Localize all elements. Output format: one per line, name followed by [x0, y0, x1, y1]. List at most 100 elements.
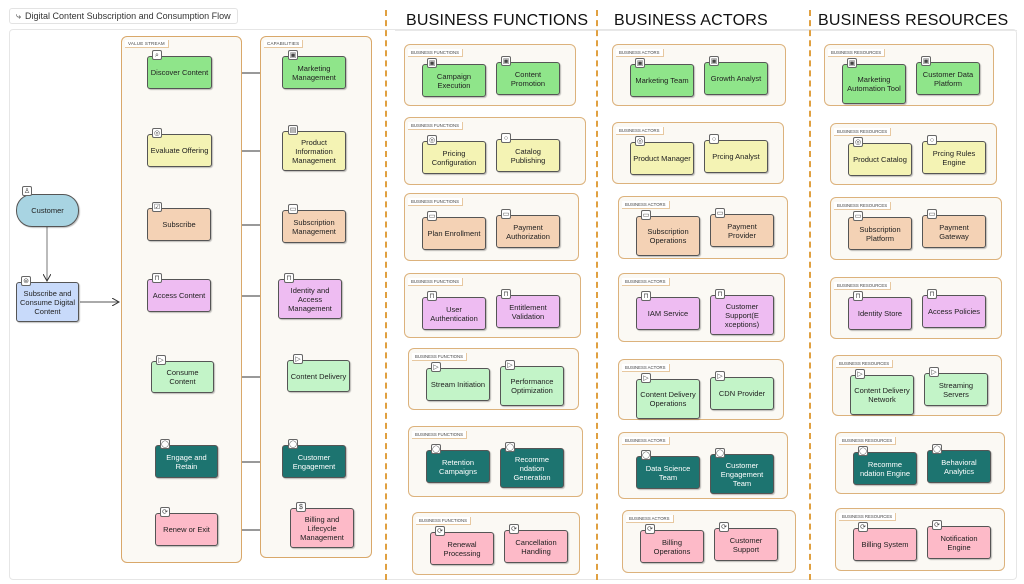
process-node-label: Subscribe and Consume Digital Content	[19, 288, 76, 316]
business-element[interactable]: Behavioral Analytics	[927, 450, 991, 483]
business-element[interactable]: Prcing Rules Engine	[922, 141, 986, 174]
capability-node[interactable]: Customer Engagement	[282, 445, 346, 478]
business-element[interactable]: Stream Initiation	[426, 368, 490, 401]
group-tag: BUSINESS FUNCTIONS	[408, 122, 463, 130]
business-element[interactable]: Billing Operations	[640, 530, 704, 563]
capability-node[interactable]: Content Delivery	[287, 360, 350, 392]
business-element[interactable]: Catalog Publishing	[496, 139, 560, 172]
business-element[interactable]: Customer Data Platform	[916, 62, 980, 95]
group-tag: BUSINESS ACTORS	[622, 364, 670, 372]
business-element[interactable]: IAM Service	[636, 297, 700, 330]
group-tag: BUSINESS RESOURCES	[839, 437, 897, 445]
group-tag: BUSINESS RESOURCES	[828, 49, 886, 57]
process-node[interactable]: Subscribe and Consume Digital Content	[16, 282, 79, 322]
business-element[interactable]: Identity Store	[848, 297, 912, 330]
business-element-label: Catalog Publishing	[510, 146, 546, 165]
card-icon: ▭	[427, 211, 437, 221]
group-tag: BUSINESS FUNCTIONS	[416, 517, 471, 525]
customer-label: Customer	[31, 206, 64, 215]
cycle-icon: ⟳	[160, 507, 170, 517]
business-element[interactable]: Product Manager	[630, 142, 694, 175]
business-element-label: Billing Operations	[653, 537, 691, 556]
bag-icon: ▣	[709, 56, 719, 66]
process-icon: ⊜	[21, 276, 31, 286]
business-element[interactable]: Marketing Automation Tool	[842, 64, 906, 104]
group-tag: BUSINESS RESOURCES	[839, 513, 897, 521]
business-element[interactable]: User Authentication	[422, 297, 486, 330]
business-element[interactable]: Payment Gateway	[922, 215, 986, 248]
value-stream-stage[interactable]: Consume Content	[151, 361, 214, 393]
business-element[interactable]: Content Delivery Network	[850, 375, 914, 415]
business-element[interactable]: CDN Provider	[710, 377, 774, 410]
business-element[interactable]: Growth Analyst	[704, 62, 768, 95]
business-element-label: Renewal Processing	[443, 539, 481, 558]
business-element[interactable]: Product Catalog	[848, 143, 912, 176]
business-element-label: Growth Analyst	[710, 74, 762, 83]
business-element-label: Content Delivery Network	[854, 386, 910, 404]
chat-icon: ◯	[641, 450, 651, 460]
business-element[interactable]: Customer Support	[714, 528, 778, 561]
group-tag: BUSINESS RESOURCES	[834, 202, 892, 210]
card-icon: ▭	[715, 208, 725, 218]
business-element[interactable]: Pricing Configuration	[422, 141, 486, 174]
business-element[interactable]: Recomme ndation Engine	[853, 452, 917, 485]
business-element[interactable]: Customer Engagement Team	[710, 454, 774, 494]
business-element-label: Cancellation Handling	[515, 537, 557, 556]
business-element[interactable]: Cancellation Handling	[504, 530, 568, 563]
business-element[interactable]: Retention Campaigns	[426, 450, 490, 483]
business-element[interactable]: Entitlement Validation	[496, 295, 560, 328]
bag-icon: ▣	[501, 56, 511, 66]
circle-icon: ○	[501, 133, 511, 143]
capability-node[interactable]: Marketing Management	[282, 56, 346, 89]
capability-node[interactable]: Billing and Lifecycle Management	[290, 508, 354, 548]
business-element[interactable]: Renewal Processing	[430, 532, 494, 565]
business-element[interactable]: Subscription Platform	[848, 217, 912, 250]
bag-icon: ▣	[288, 50, 298, 60]
business-element-label: Retention Campaigns	[439, 457, 477, 476]
capability-node-label: Identity and Access Management	[288, 285, 332, 313]
business-element[interactable]: Payment Provider	[710, 214, 774, 247]
business-element-label: CDN Provider	[718, 389, 766, 398]
value-stream-stage[interactable]: Subscribe	[147, 208, 211, 241]
group-tag: BUSINESS ACTORS	[622, 278, 670, 286]
cycle-icon: ⟳	[932, 520, 942, 530]
play-icon: ▷	[929, 367, 939, 377]
business-element-label: Payment Authorization	[506, 222, 550, 241]
business-element[interactable]: Marketing Team	[630, 64, 694, 97]
capability-node[interactable]: Product Information Management	[282, 131, 346, 171]
value-stream-stage[interactable]: Discover Content	[147, 56, 212, 89]
business-element[interactable]: Performance Optimization	[500, 366, 564, 406]
business-element-label: Content Delivery Operations	[640, 390, 696, 408]
value-stream-stage[interactable]: Renew or Exit	[155, 513, 218, 546]
customer-actor[interactable]: Customer	[16, 194, 79, 227]
business-element[interactable]: Streaming Servers	[924, 373, 988, 406]
business-element[interactable]: Subscription Operations	[636, 216, 700, 256]
business-element-label: User Authentication	[430, 304, 478, 323]
cycle-icon: ⟳	[435, 526, 445, 536]
business-element[interactable]: Customer Support(E xceptions)	[710, 295, 774, 335]
business-element[interactable]: Data Science Team	[636, 456, 700, 489]
business-element[interactable]: Campaign Execution	[422, 64, 486, 97]
business-element[interactable]: Payment Authorization	[496, 215, 560, 248]
business-element[interactable]: Billing System	[853, 528, 917, 561]
section-divider	[385, 10, 387, 580]
business-element[interactable]: Content Promotion	[496, 62, 560, 95]
business-element[interactable]: Notification Engine	[927, 526, 991, 559]
value-stream-stage-label: Subscribe	[162, 220, 196, 229]
business-element[interactable]: Content Delivery Operations	[636, 379, 700, 419]
capability-node[interactable]: Identity and Access Management	[278, 279, 342, 319]
business-element[interactable]: Access Policies	[922, 295, 986, 328]
business-element[interactable]: Recomme ndation Generation	[500, 448, 564, 488]
business-element[interactable]: Prcing Analyst	[704, 140, 768, 173]
value-stream-stage[interactable]: Access Content	[147, 279, 211, 312]
lock-icon: ⊓	[284, 273, 294, 283]
value-stream-stage[interactable]: Engage and Retain	[155, 445, 218, 478]
business-element-label: Recomme ndation Generation	[513, 454, 551, 482]
play-icon: ▷	[641, 373, 651, 383]
section-divider	[596, 10, 598, 580]
value-stream-stage[interactable]: Evaluate Offering	[147, 134, 212, 167]
diagram-title-chip[interactable]: ⤷ Digital Content Subscription and Consu…	[9, 8, 238, 24]
checkbox-icon: ☑	[152, 202, 162, 212]
business-element[interactable]: Plan Enrollment	[422, 217, 486, 250]
capability-node[interactable]: Subscription Management	[282, 210, 346, 243]
